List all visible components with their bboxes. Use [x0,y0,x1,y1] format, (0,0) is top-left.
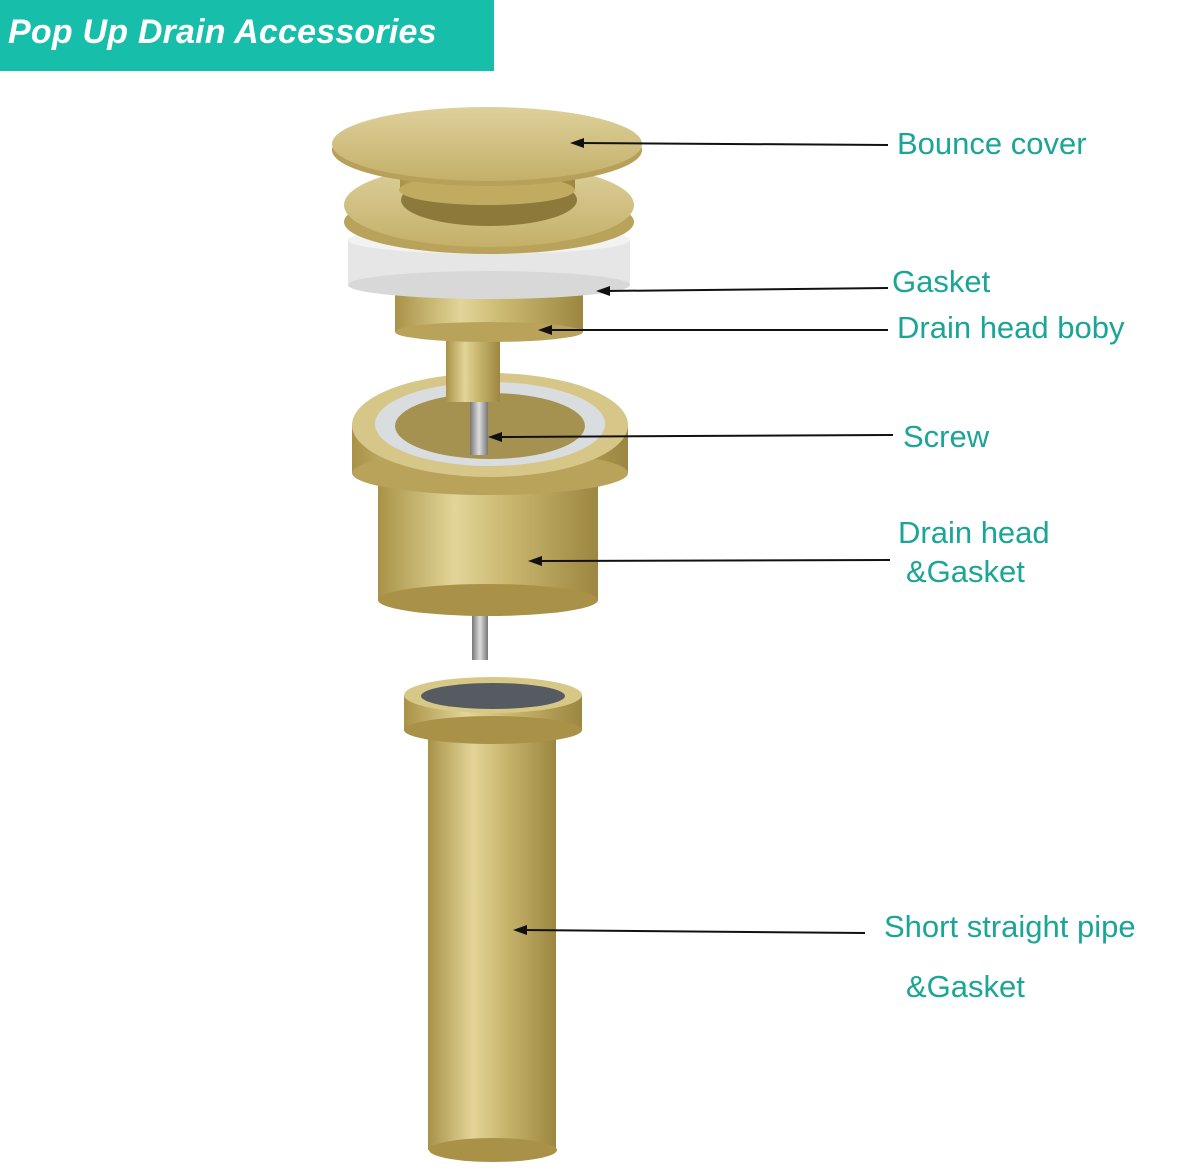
label-pipe-gasket: &Gasket [906,969,1025,1004]
arrow-screw [497,434,894,438]
label-screw: Screw [903,419,990,454]
arrow-pipe [522,929,866,934]
label-gasket: Gasket [892,264,991,299]
label-bounce-cover: Bounce cover [897,126,1087,161]
screw [470,395,488,455]
label-drain-head-gasket: &Gasket [906,554,1025,589]
stem [446,330,500,402]
title: Pop Up Drain Accessories [8,13,437,51]
arrow-gasket [605,287,889,292]
short-straight-pipe [404,677,582,1162]
drain-head [352,373,628,616]
arrow-drain-head [537,559,891,562]
label-pipe: Short straight pipe [884,909,1136,944]
label-drain-head: Drain head [898,515,1050,550]
bounce-cover [332,107,642,205]
arrow-bounce-cover [579,142,889,146]
title-banner: Pop Up Drain Accessories [0,0,494,71]
label-drain-head-body: Drain head boby [897,310,1125,345]
